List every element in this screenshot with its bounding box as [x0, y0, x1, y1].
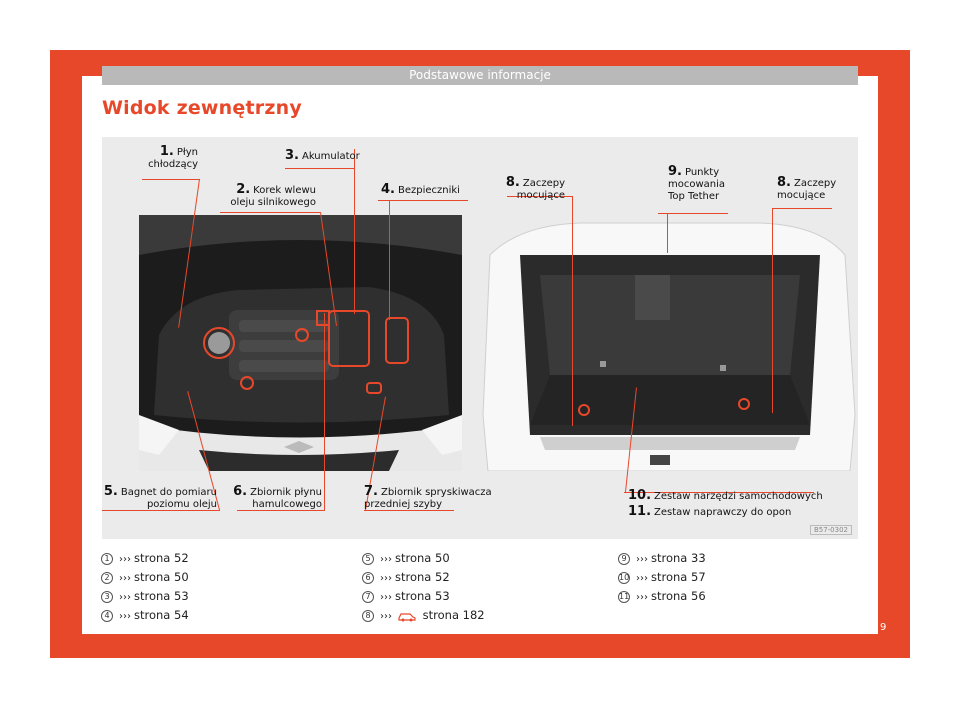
leader-line [354, 149, 355, 314]
reference-row[interactable]: 8››› strona 182 [362, 606, 485, 625]
leader-line [142, 179, 200, 180]
references-col-1: 1›››strona 52 2›››strona 50 3›››strona 5… [101, 549, 189, 625]
section-header: Podstawowe informacje [102, 66, 858, 85]
leader-line [507, 196, 572, 197]
callout-9: 9.Punkty mocowania Top Tether [668, 164, 726, 202]
engine-bay-photo [139, 215, 462, 471]
leader-line [772, 208, 773, 413]
reference-row[interactable]: 9›››strona 33 [618, 549, 706, 568]
leader-line [658, 213, 728, 214]
leader-line [772, 208, 832, 209]
callout-2: 2.Korek wlewu oleju silnikowego [230, 182, 316, 208]
leader-line [102, 510, 220, 511]
leader-line [624, 492, 814, 493]
callout-8-left: 8.Zaczepy mocujące [505, 175, 565, 201]
figure-code: B57-0302 [809, 525, 852, 535]
callout-3: 3.Akumulator [285, 148, 360, 163]
callout-7: 7.Zbiornik spryskiwacza przedniej szyby [364, 484, 492, 510]
callout-8-right: 8.Zaczepy mocujące [777, 175, 837, 201]
leader-line [364, 510, 454, 511]
callout-1: 1.Płyn chłodzący [148, 144, 198, 170]
callout-10: 10.Zestaw narzędzi samochodowych [628, 488, 823, 503]
leader-line [324, 313, 325, 510]
reference-row[interactable]: 11›››strona 56 [618, 589, 706, 603]
leader-line [378, 200, 468, 201]
figure: 1.Płyn chłodzący 3.Akumulator 2.Korek wl… [102, 137, 858, 539]
references-col-3: 9›››strona 33 10›››strona 57 11›››strona… [618, 549, 706, 606]
trunk-photo [480, 215, 858, 471]
reference-row[interactable]: 3›››strona 53 [101, 587, 189, 606]
leader-line [285, 168, 355, 169]
leader-line [237, 510, 325, 511]
reference-row[interactable]: 2›››strona 50 [101, 568, 189, 587]
reference-row[interactable]: 1›››strona 52 [101, 549, 189, 568]
leader-line [667, 213, 668, 253]
reference-row[interactable]: 6›››strona 52 [362, 568, 485, 587]
leader-line [389, 200, 390, 320]
leader-line [220, 212, 320, 213]
page-title: Widok zewnętrzny [102, 97, 302, 119]
reference-row[interactable]: 10›››strona 57 [618, 570, 706, 584]
callout-6: 6.Zbiornik płynu hamulcowego [233, 484, 322, 510]
car-book-icon [398, 612, 416, 621]
leader-line [572, 196, 573, 426]
callout-11: 11.Zestaw naprawczy do opon [628, 504, 792, 519]
callout-5: 5.Bagnet do pomiaru poziomu oleju [103, 484, 217, 510]
reference-row[interactable]: 7›››strona 53 [362, 587, 485, 606]
reference-row[interactable]: 4›››strona 54 [101, 606, 189, 625]
reference-row[interactable]: 5›››strona 50 [362, 549, 485, 568]
references-col-2: 5›››strona 50 6›››strona 52 7›››strona 5… [362, 549, 485, 625]
callout-4: 4.Bezpieczniki [381, 182, 460, 197]
page-number: 9 [880, 622, 887, 633]
